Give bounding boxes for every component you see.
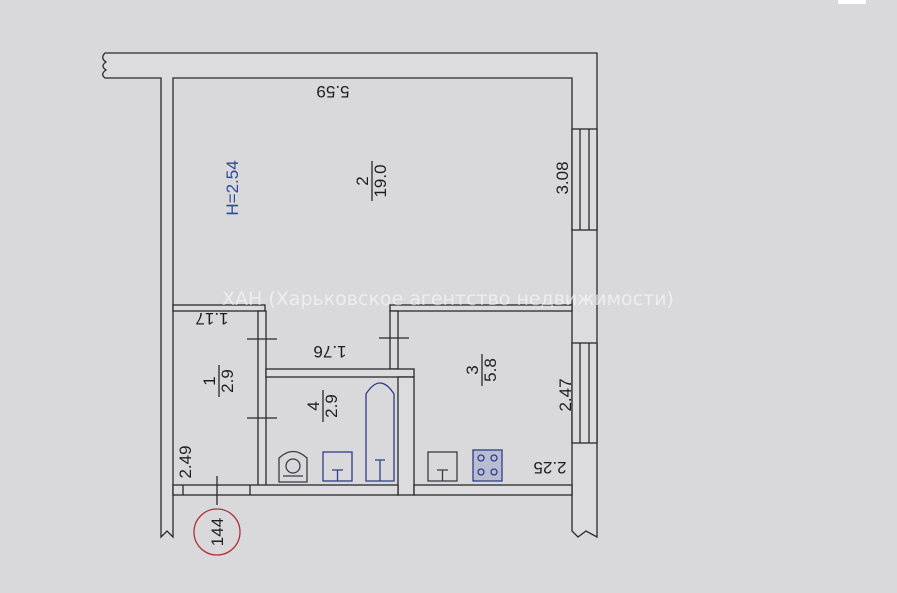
kitchen-sink-icon	[427, 451, 458, 482]
room-2-label: 2 19.0	[353, 161, 390, 201]
dimension-2-25: 2.25	[533, 458, 566, 477]
washbasin-icon	[322, 451, 353, 482]
outer-walls	[102, 52, 598, 539]
ceiling-height-label: H=2.54	[223, 160, 242, 215]
window-icon	[571, 342, 598, 444]
dimension-3-08: 3.08	[553, 161, 572, 194]
room-area: 2.9	[218, 369, 237, 393]
bathtub-icon	[365, 382, 395, 482]
apartment-number: 144	[208, 518, 227, 546]
room-number: 3	[463, 365, 482, 374]
dimension-2-47: 2.47	[556, 378, 575, 411]
toilet-icon	[278, 450, 308, 483]
room-number: 1	[200, 376, 219, 385]
room-3-label: 3 5.8	[463, 354, 500, 386]
apartment-number-badge: 144	[193, 508, 241, 556]
corner-mark	[838, 0, 866, 4]
room-area: 2.9	[322, 394, 341, 418]
room-area: 5.8	[481, 358, 500, 382]
room-area: 19.0	[371, 164, 390, 197]
dimension-1-76: 1.76	[313, 342, 346, 361]
watermark: ХАН (Харьковское агентство недвижимости)	[222, 288, 674, 310]
stove-icon	[472, 449, 503, 482]
dimension-2-49: 2.49	[176, 445, 195, 478]
room-number: 2	[353, 176, 372, 185]
room-number: 4	[304, 401, 323, 410]
dimension-1-17: 1.17	[195, 309, 228, 328]
room-4-label: 4 2.9	[304, 390, 341, 422]
window-icon	[571, 128, 598, 231]
dimension-5-59: 5.59	[316, 82, 349, 101]
room-1-label: 1 2.9	[200, 365, 237, 397]
partitions	[172, 304, 573, 505]
